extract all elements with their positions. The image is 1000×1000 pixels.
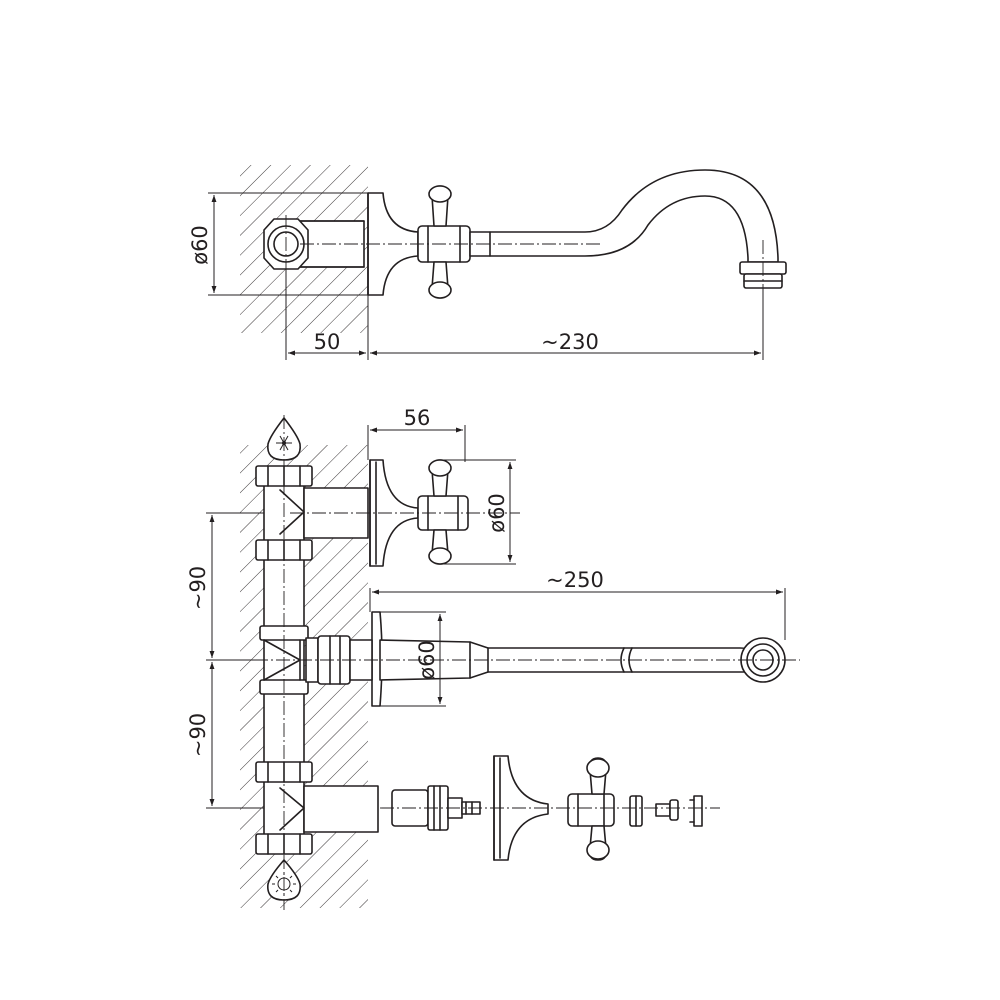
dim-top-diameter: ø60 xyxy=(188,225,212,265)
top-cross-handle xyxy=(417,185,471,299)
valve-side-view xyxy=(369,459,469,567)
pipe-nuts xyxy=(255,465,313,855)
dim-top-depth: 50 xyxy=(314,330,341,354)
dim-spout-diameter: ø60 xyxy=(415,640,439,680)
top-spout xyxy=(469,169,779,263)
spout-side-view xyxy=(305,611,786,707)
top-view: ø60 50 ~230 xyxy=(188,165,787,360)
dim-top-spout-length: ~230 xyxy=(541,330,599,354)
dim-spout-length: ~250 xyxy=(546,568,604,592)
dim-valve-depth: 56 xyxy=(404,406,431,430)
dim-upper-spacing: ~90 xyxy=(186,566,210,610)
dim-lower-spacing: ~90 xyxy=(186,713,210,757)
top-fitting-nut xyxy=(263,215,309,355)
front-view: 56 ø60 ~250 ø60 ~90 ~90 xyxy=(186,406,800,910)
dim-valve-diameter: ø60 xyxy=(485,493,509,533)
